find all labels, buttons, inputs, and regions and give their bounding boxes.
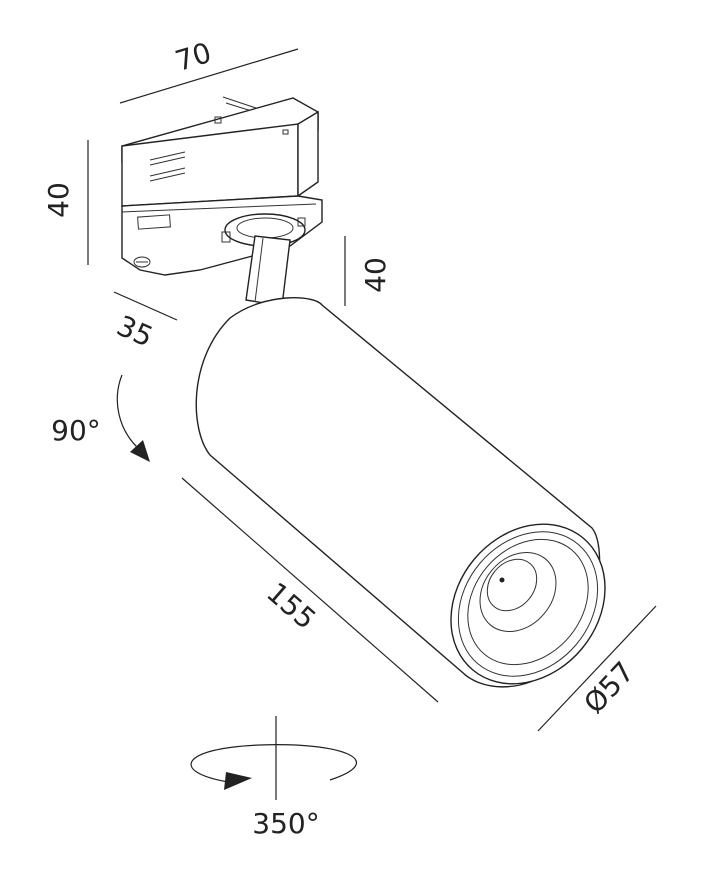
- label-height-left: 40: [42, 182, 75, 218]
- label-pan-angle: 350°: [252, 807, 319, 840]
- label-length: 155: [260, 576, 322, 636]
- label-width: 70: [171, 36, 215, 78]
- dim-line-width: [119, 48, 299, 104]
- tilt-arrow-icon: [116, 374, 150, 462]
- track-adapter: [121, 96, 323, 276]
- spotlight-body: [195, 297, 606, 688]
- dim-line-diameter: [537, 605, 657, 732]
- label-height-right: 40: [359, 257, 392, 293]
- label-depth: 35: [112, 309, 158, 354]
- label-tilt-angle: 90°: [51, 414, 101, 447]
- label-diameter: Ø57: [577, 655, 640, 720]
- pan-rotation-icon: [190, 716, 357, 800]
- dim-line-length: [181, 477, 439, 703]
- dim-line-depth: [113, 291, 178, 321]
